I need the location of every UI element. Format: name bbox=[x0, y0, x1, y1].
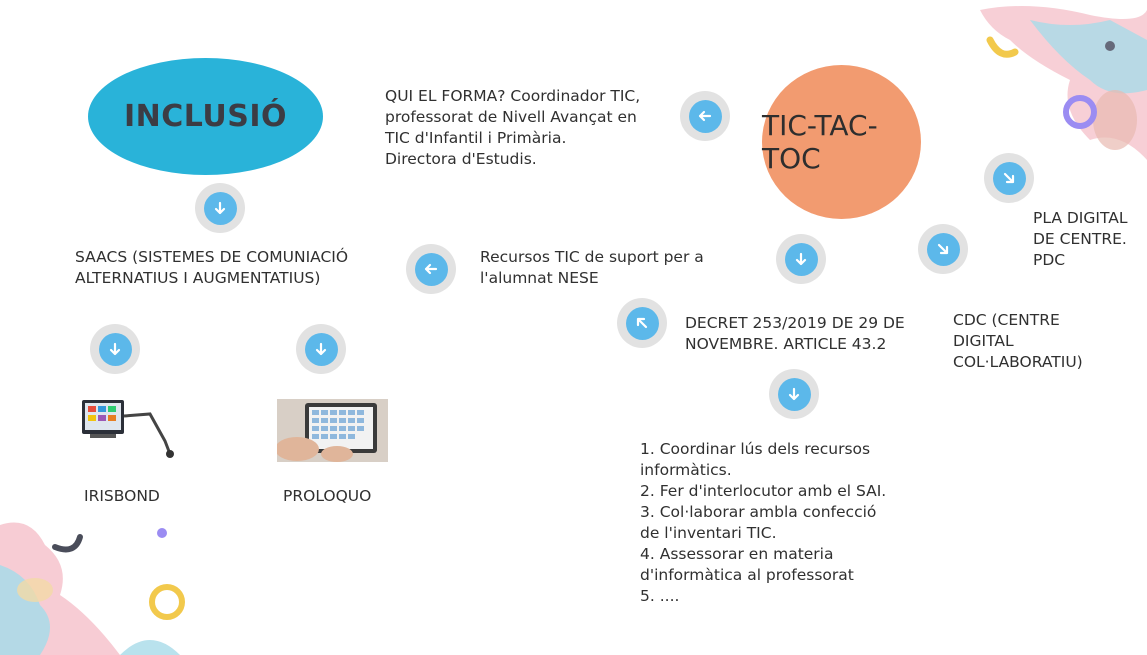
arrow-down-icon bbox=[795, 252, 807, 266]
arrow-down-to-proloquo bbox=[296, 324, 346, 374]
top-right-decoration bbox=[980, 6, 1147, 160]
tic-tac-toc-label: TIC-TAC-TOC bbox=[762, 109, 878, 175]
arrow-down-to-saacs bbox=[195, 183, 245, 233]
arrow-left-icon bbox=[424, 263, 438, 275]
arrow-down-right-icon bbox=[937, 243, 949, 255]
arrow-down-right-to-cdc bbox=[918, 224, 968, 274]
arrow-down-right-icon bbox=[1003, 172, 1015, 184]
arrow-left-icon bbox=[698, 110, 712, 122]
bottom-left-decoration bbox=[0, 522, 185, 655]
irisbond-label: IRISBOND bbox=[84, 487, 160, 505]
proloquo-tablet-image bbox=[277, 399, 388, 462]
arrow-left-to-qui-forma bbox=[680, 91, 730, 141]
saacs-text: SAACS (SISTEMES DE COMUNIACIÓ ALTERNATIU… bbox=[75, 248, 349, 287]
cdc-text: CDC (CENTRE DIGITAL COL·LABORATIU) bbox=[953, 311, 1083, 371]
decret-text: DECRET 253/2019 DE 29 DE NOVEMBRE. ARTIC… bbox=[685, 314, 905, 353]
inclusio-node: INCLUSIÓ bbox=[88, 58, 323, 175]
arrow-up-left-icon bbox=[636, 317, 648, 329]
qui-el-forma-text: QUI EL FORMA? Coordinador TIC, professor… bbox=[385, 87, 641, 168]
arrow-down-right-to-pla-digital bbox=[984, 153, 1034, 203]
arrow-down-icon bbox=[109, 342, 121, 356]
pla-digital-text: PLA DIGITAL DE CENTRE. PDC bbox=[1033, 209, 1128, 269]
arrow-down-icon bbox=[315, 342, 327, 356]
arrow-down-to-irisbond bbox=[90, 324, 140, 374]
irisbond-device-image bbox=[82, 400, 174, 458]
funcions-list: 1. Coordinar lús dels recursos informàti… bbox=[640, 440, 887, 605]
recursos-text: Recursos TIC de suport per a l'alumnat N… bbox=[480, 248, 704, 287]
arrow-down-icon bbox=[788, 387, 800, 401]
arrow-left-to-saacs bbox=[406, 244, 456, 294]
arrow-down-to-recursos bbox=[776, 234, 826, 284]
arrow-down-icon bbox=[214, 201, 226, 215]
tic-tac-toc-node: TIC-TAC-TOC bbox=[762, 65, 921, 219]
proloquo-label: PROLOQUO bbox=[283, 487, 372, 505]
arrow-down-to-funcions bbox=[769, 369, 819, 419]
inclusio-label: INCLUSIÓ bbox=[124, 99, 287, 134]
arrow-up-left-to-recursos bbox=[617, 298, 667, 348]
